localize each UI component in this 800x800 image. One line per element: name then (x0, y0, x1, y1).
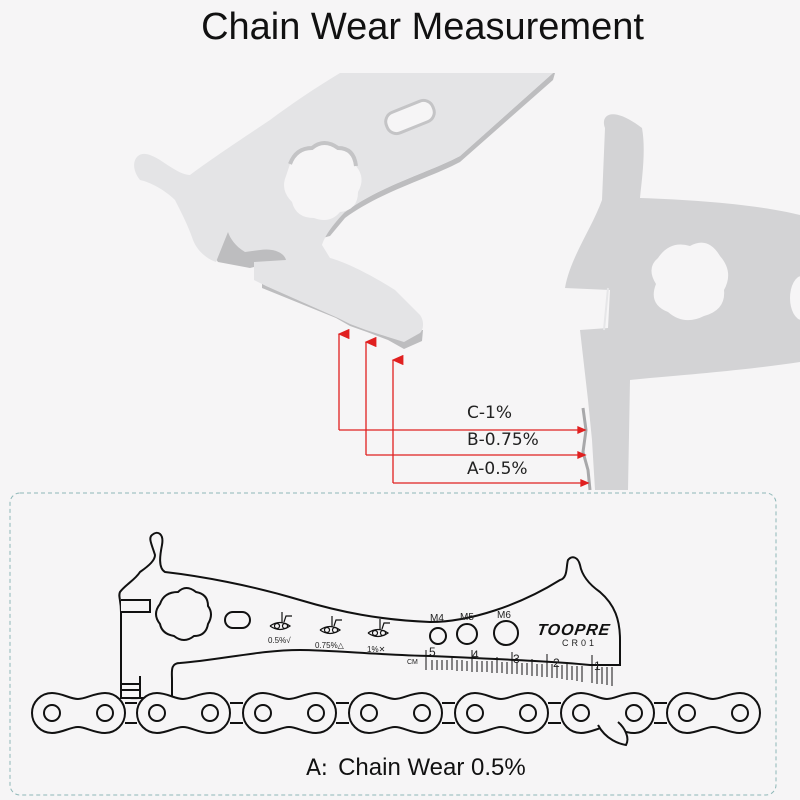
page-title: Chain Wear Measurement (201, 6, 644, 48)
model-number: CR01 (562, 638, 598, 648)
ruler-number-3: 3 (513, 652, 520, 666)
caption-text: Chain Wear 0.5% (338, 754, 526, 781)
tool-side-silhouette (565, 114, 800, 491)
ruler-number-4: 4 (472, 648, 479, 662)
caption: A: Chain Wear 0.5% (306, 754, 526, 782)
wear-label-1: 1%✕ (367, 645, 386, 654)
ruler-number-5: 5 (429, 645, 436, 659)
callout-label-a: A-0.5% (467, 459, 528, 479)
bike-chain (31, 676, 761, 747)
spoke-hole-m4-label: M4 (430, 613, 444, 624)
ruler-unit: CM (407, 659, 418, 666)
dashed-border (9, 492, 777, 796)
caption-key: A: (306, 756, 329, 781)
callout-label-c: C-1% (467, 403, 512, 423)
spoke-hole-m5-label: M5 (460, 612, 474, 623)
wear-indicator-icons (269, 612, 390, 638)
ruler-number-1: 1 (594, 659, 601, 673)
wear-label-0-75: 0.75%△ (315, 641, 344, 650)
callout-label-b: B-0.75% (467, 430, 539, 450)
tool-3d-main (134, 73, 555, 349)
callout-arrows (337, 328, 590, 487)
wear-label-0-5: 0.5%√ (268, 636, 291, 645)
tool-outline (118, 531, 621, 700)
ruler-number-2: 2 (553, 656, 560, 670)
ruler-ticks (425, 650, 613, 686)
spoke-hole-m6-label: M6 (497, 610, 511, 621)
